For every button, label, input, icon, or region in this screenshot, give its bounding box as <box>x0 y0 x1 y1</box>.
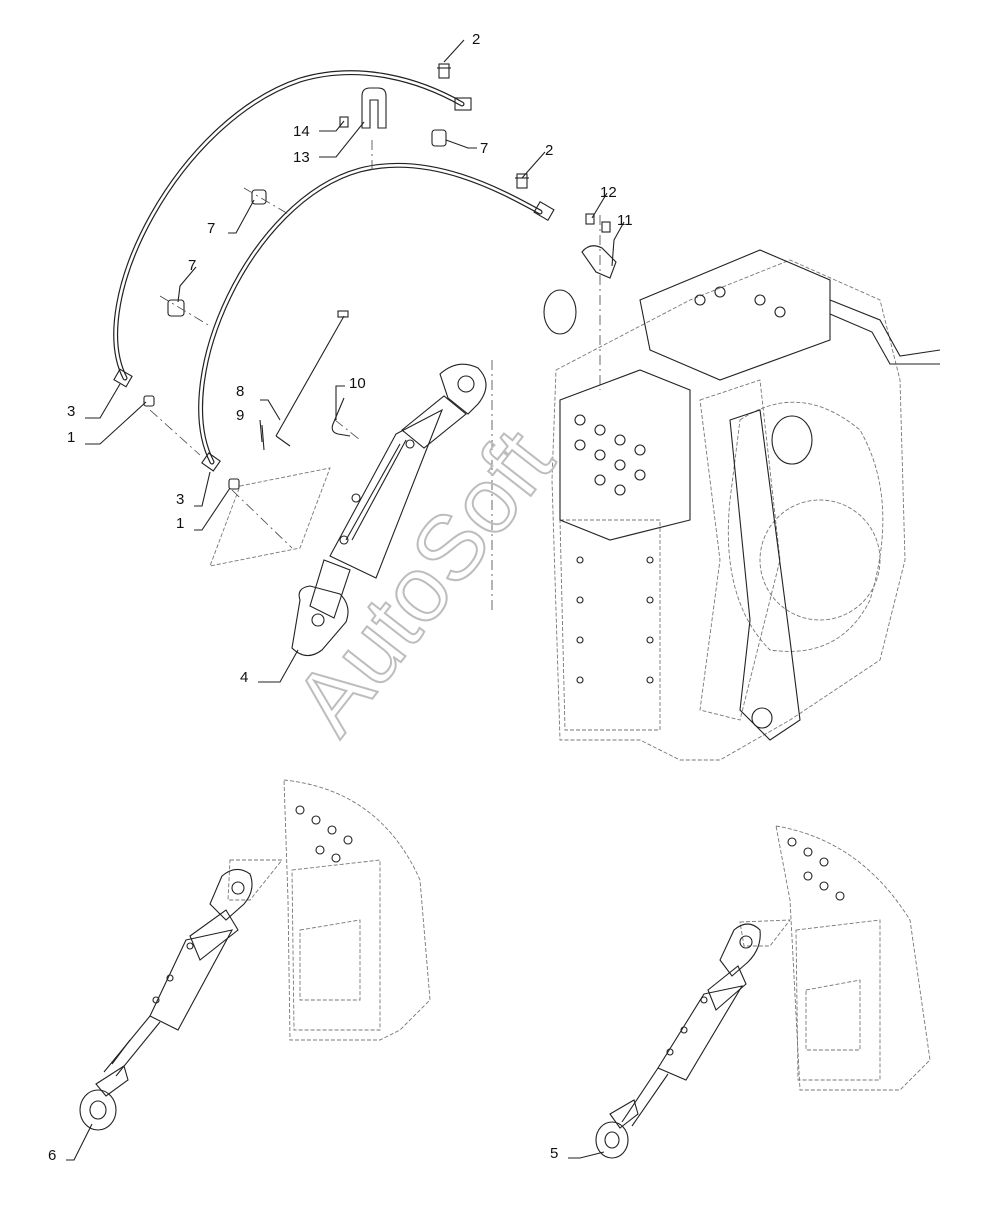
bolt-part-14 <box>339 116 349 128</box>
callout-10: 10 <box>349 375 366 392</box>
bolt-part-12 <box>585 213 611 233</box>
lift-cylinder-part-6 <box>79 868 253 1131</box>
fitting-part-1-upper <box>143 395 155 407</box>
callout-7-left: 7 <box>188 257 196 274</box>
callout-11: 11 <box>617 212 633 229</box>
lift-cylinder-part-5 <box>595 923 761 1159</box>
housing-variant-right <box>775 825 931 1091</box>
callout-14: 14 <box>293 123 310 140</box>
spring-clip-part-10 <box>331 397 351 437</box>
bracket-part-13 <box>361 87 387 129</box>
pin-part-9 <box>261 424 265 451</box>
transmission-housing-main <box>543 249 941 761</box>
callout-3-upper: 3 <box>67 403 75 420</box>
hydraulic-pipe-lower <box>198 162 555 472</box>
callout-8: 8 <box>236 383 244 400</box>
callout-7-top: 7 <box>480 140 488 157</box>
callout-3-lower: 3 <box>176 491 184 508</box>
callout-9: 9 <box>236 407 244 424</box>
cylinder-mount-ghost-right <box>739 919 791 947</box>
fitting-part-1-lower <box>228 478 240 490</box>
callout-labels: 2 14 13 7 2 12 11 7 7 8 10 9 3 1 3 1 4 6… <box>48 31 633 1164</box>
cylinder-mount-ghost-left <box>227 859 283 901</box>
callout-4: 4 <box>240 669 248 686</box>
clamp-part-7-left <box>167 299 185 317</box>
callout-7-mid: 7 <box>207 220 215 237</box>
callout-1-lower: 1 <box>176 515 184 532</box>
clamp-part-7-top <box>431 129 447 147</box>
locking-rod-part-8 <box>275 310 349 447</box>
callout-13: 13 <box>293 149 310 166</box>
clamp-part-7-mid <box>251 189 267 205</box>
fitting-part-2-lower <box>515 173 529 189</box>
housing-variant-left <box>283 779 431 1041</box>
bracket-part-11 <box>581 245 617 279</box>
cylinder-mount-ghost <box>209 467 331 567</box>
lift-cylinder-part-4 <box>291 363 487 657</box>
callout-2-upper: 2 <box>472 31 480 48</box>
callout-1-upper: 1 <box>67 429 75 446</box>
watermark-text: AutoSoft <box>275 411 573 752</box>
callout-2-lower: 2 <box>545 142 553 159</box>
hydraulic-pipe-upper <box>113 70 472 388</box>
assembly-center-lines <box>149 140 601 610</box>
callout-6: 6 <box>48 1147 56 1164</box>
fitting-part-2-upper <box>437 63 451 79</box>
callout-12: 12 <box>600 184 617 201</box>
callout-leaders <box>66 39 625 1161</box>
callout-5: 5 <box>550 1145 558 1162</box>
